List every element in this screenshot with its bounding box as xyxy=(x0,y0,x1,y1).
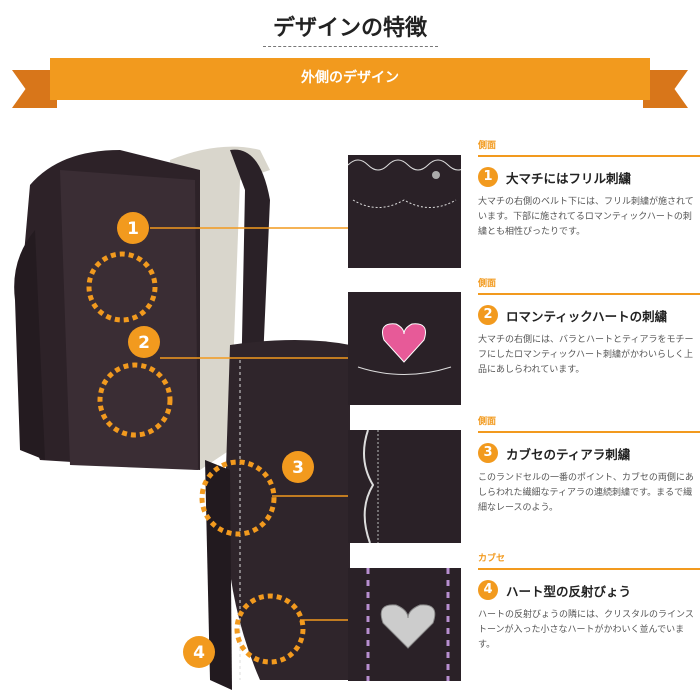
feature-title: 大マチにはフリル刺繍 xyxy=(506,170,632,186)
feature-description: 大マチの右側には、バラとハートとティアラをモチーフにしたロマンティックハート刺繍… xyxy=(478,335,694,375)
feature-description: このランドセルの一番のポイント、カブセの両側にあしらわれた繊細なティアラの連続刺… xyxy=(478,473,694,513)
svg-text:2: 2 xyxy=(138,333,150,353)
number-badge: 4 xyxy=(478,580,498,600)
section-banner: 外側のデザイン xyxy=(50,58,650,100)
page-title: デザインの特徴 xyxy=(272,16,427,41)
highlight-circle-3 xyxy=(199,459,277,537)
highlight-circle-2 xyxy=(97,362,173,438)
number-badge: 1 xyxy=(478,167,498,187)
svg-text:3: 3 xyxy=(292,458,304,478)
feature-description: ハートの反射びょうの隣には、クリスタルのラインストーンが入った小さなハートがかわ… xyxy=(478,610,694,650)
detail-photo-heart-embroidery xyxy=(348,292,461,405)
backpack-image xyxy=(14,146,350,690)
feature-category: 側面 xyxy=(478,138,700,157)
title-divider xyxy=(263,46,438,47)
highlight-circle-1 xyxy=(86,251,158,323)
feature-category: 側面 xyxy=(478,414,700,433)
detail-photo-frill-embroidery xyxy=(348,155,461,268)
feature-title: ロマンティックハートの刺繍 xyxy=(506,308,668,324)
feature-4: カブセ 4 ハート型の反射びょう ハートの反射びょうの隣には、クリスタルのラインス… xyxy=(478,551,700,653)
number-badge: 3 xyxy=(478,443,498,463)
feature-category: 側面 xyxy=(478,276,700,295)
feature-3: 側面 3 カブセのティアラ刺繍 このランドセルの一番のポイント、カブセの両側にあし… xyxy=(478,414,700,516)
number-badge: 2 xyxy=(478,305,498,325)
detail-photo-tiara-embroidery xyxy=(348,430,461,543)
feature-1: 側面 1 大マチにはフリル刺繍 大マチの右側のベルト下には、フリル刺繍が施されてい… xyxy=(478,138,700,240)
feature-2: 側面 2 ロマンティックハートの刺繍 大マチの右側には、バラとハートとティアラをモ… xyxy=(478,276,700,378)
feature-title: カブセのティアラ刺繍 xyxy=(506,446,631,462)
highlight-circle-4 xyxy=(234,593,306,665)
feature-category: カブセ xyxy=(478,551,700,570)
backpack-illustration: 1 2 3 4 xyxy=(14,146,350,690)
detail-photo-heart-rivet xyxy=(348,568,461,681)
svg-text:4: 4 xyxy=(193,643,205,663)
feature-description: 大マチの右側のベルト下には、フリル刺繍が施されています。下部に施されてるロマンテ… xyxy=(478,197,694,237)
feature-title: ハート型の反射びょう xyxy=(506,583,632,599)
svg-text:1: 1 xyxy=(127,219,139,239)
